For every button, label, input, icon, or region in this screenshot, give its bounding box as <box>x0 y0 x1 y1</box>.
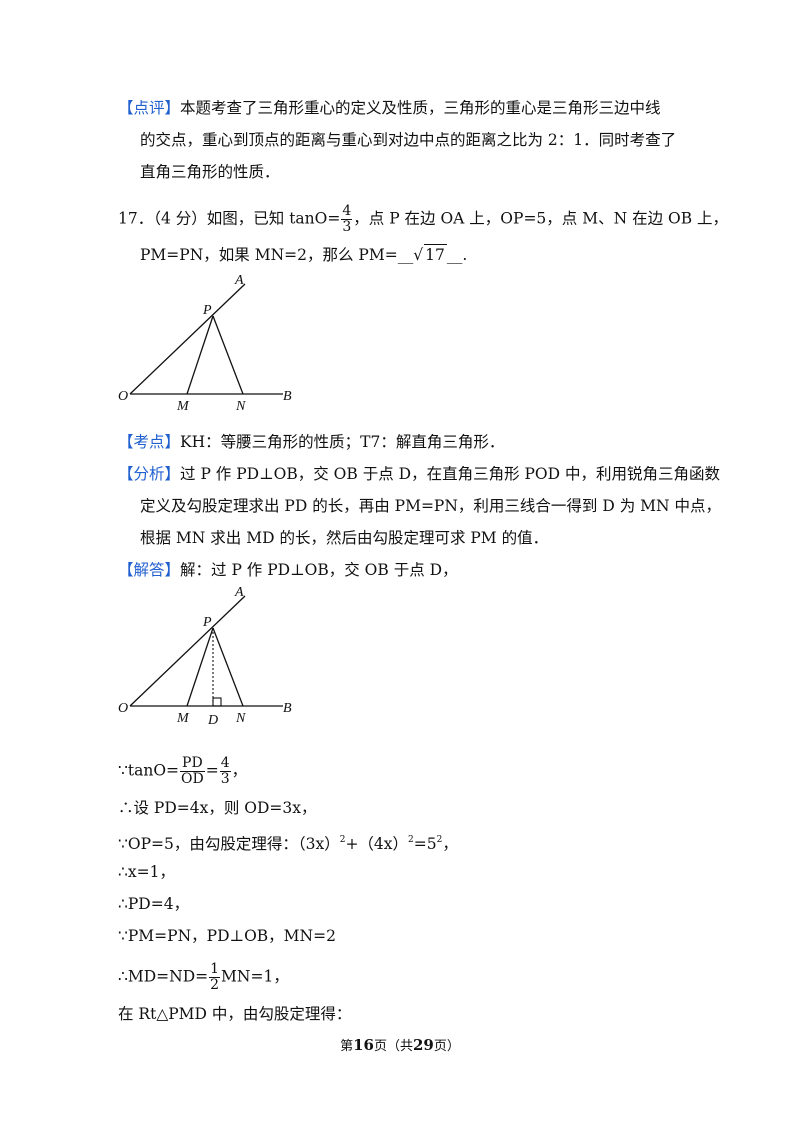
label-N: N <box>235 711 246 726</box>
label-A: A <box>234 585 244 600</box>
label-A: A <box>234 273 244 288</box>
right-angle-mark <box>212 697 222 707</box>
segment-PM <box>186 315 214 395</box>
problem-line-2: PM=PN，如果 MN=2，那么 PM=__√17__. <box>140 244 468 264</box>
label-P: P <box>202 303 212 318</box>
solution-tag: 【解答】 <box>118 561 181 579</box>
comment-line-2: 的交点，重心到顶点的距离与重心到对边中点的距离之比为 2：1．同时考查了 <box>140 131 677 149</box>
geometry-figure-1: A P O M N B <box>118 273 292 414</box>
kaodian-line: 【考点】KH：等腰三角形的性质；T7：解直角三角形． <box>118 433 505 451</box>
label-N: N <box>235 399 246 414</box>
step-5: ∴PD=4， <box>118 895 190 913</box>
step-2: ∴设 PD=4x，则 OD=3x， <box>118 799 317 817</box>
analysis-line-3: 根据 MN 求出 MD 的长，然后由勾股定理可求 PM 的值． <box>140 529 549 547</box>
label-B: B <box>283 389 292 404</box>
segment-PN <box>212 627 244 707</box>
step-8: 在 Rt△PMD 中，由勾股定理得： <box>118 1005 352 1023</box>
analysis-line-2: 定义及勾股定理求出 PD 的长，再由 PM=PN，利用三线合一得到 D 为 MN… <box>140 497 721 515</box>
step-3: ∵OP=5，由勾股定理得：（3x）2+（4x）2=52， <box>118 835 458 853</box>
label-P: P <box>202 615 212 630</box>
segment-PM <box>186 627 214 707</box>
step-4: ∴x=1， <box>118 863 175 881</box>
comment-line-1: 【点评】本题考查了三角形重心的定义及性质，三角形的重心是三角形三边中线 <box>118 99 661 117</box>
analysis-line-1: 【分析】过 P 作 PD⊥OB，交 OB 于点 D，在直角三角形 POD 中，利… <box>118 465 720 483</box>
label-D: D <box>207 713 218 728</box>
answer-sqrt: 17 <box>424 244 447 264</box>
ray-OA <box>129 595 246 707</box>
label-M: M <box>176 711 190 726</box>
step-6: ∵PM=PN，PD⊥OB，MN=2 <box>118 927 336 945</box>
label-O: O <box>118 701 128 716</box>
ray-OA <box>129 283 246 395</box>
label-O: O <box>118 389 128 404</box>
geometry-figure-2: A P O M D N B <box>118 585 292 728</box>
label-M: M <box>176 399 190 414</box>
label-B: B <box>283 701 292 716</box>
solution-line: 【解答】解：过 P 作 PD⊥OB，交 OB 于点 D， <box>118 561 458 579</box>
comment-line-3: 直角三角形的性质． <box>140 163 280 181</box>
comment-tag: 【点评】 <box>118 99 181 117</box>
page-number: 16 <box>353 1036 374 1054</box>
kaodian-tag: 【考点】 <box>118 433 181 451</box>
page-footer: 第16页（共29页） <box>340 1036 460 1054</box>
segment-PN <box>212 315 244 395</box>
page-total: 29 <box>413 1036 434 1054</box>
analysis-tag: 【分析】 <box>118 465 181 483</box>
